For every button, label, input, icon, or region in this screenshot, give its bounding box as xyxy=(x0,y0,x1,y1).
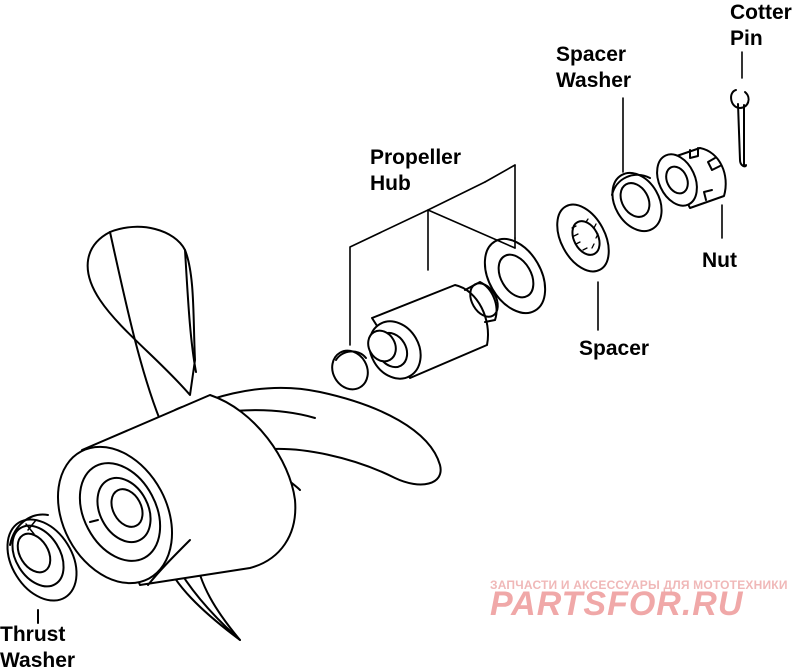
label-spacer: Spacer xyxy=(579,337,650,360)
cotter-pin-part xyxy=(730,89,750,168)
propeller-hub-leader xyxy=(349,164,516,346)
watermark-logo: PARTSFOR.RU xyxy=(490,585,744,623)
spacer-part xyxy=(556,203,610,273)
propeller-hub-part xyxy=(331,238,547,391)
propeller xyxy=(56,225,442,641)
label-cotter-pin: Cotter Pin xyxy=(730,1,792,50)
propeller-bore xyxy=(96,476,152,544)
watermark-logo-text: PARTSFOR.RU xyxy=(490,585,744,623)
label-spacer-washer: Spacer Washer xyxy=(556,43,632,92)
label-nut: Nut xyxy=(702,249,737,272)
hub-cap xyxy=(331,349,369,391)
label-thrust-washer: Thrust Washer xyxy=(0,623,76,670)
thrust-washer xyxy=(6,513,78,602)
castle-nut-part xyxy=(656,147,727,209)
label-propeller-hub: Propeller Hub xyxy=(370,146,462,195)
watermark-tagline: ЗАПЧАСТИ И АКСЕССУАРЫ ДЛЯ МОТОТЕХНИКИ xyxy=(490,578,788,592)
propeller-blade-upper xyxy=(86,225,196,396)
spacer-washer-part xyxy=(611,171,663,233)
